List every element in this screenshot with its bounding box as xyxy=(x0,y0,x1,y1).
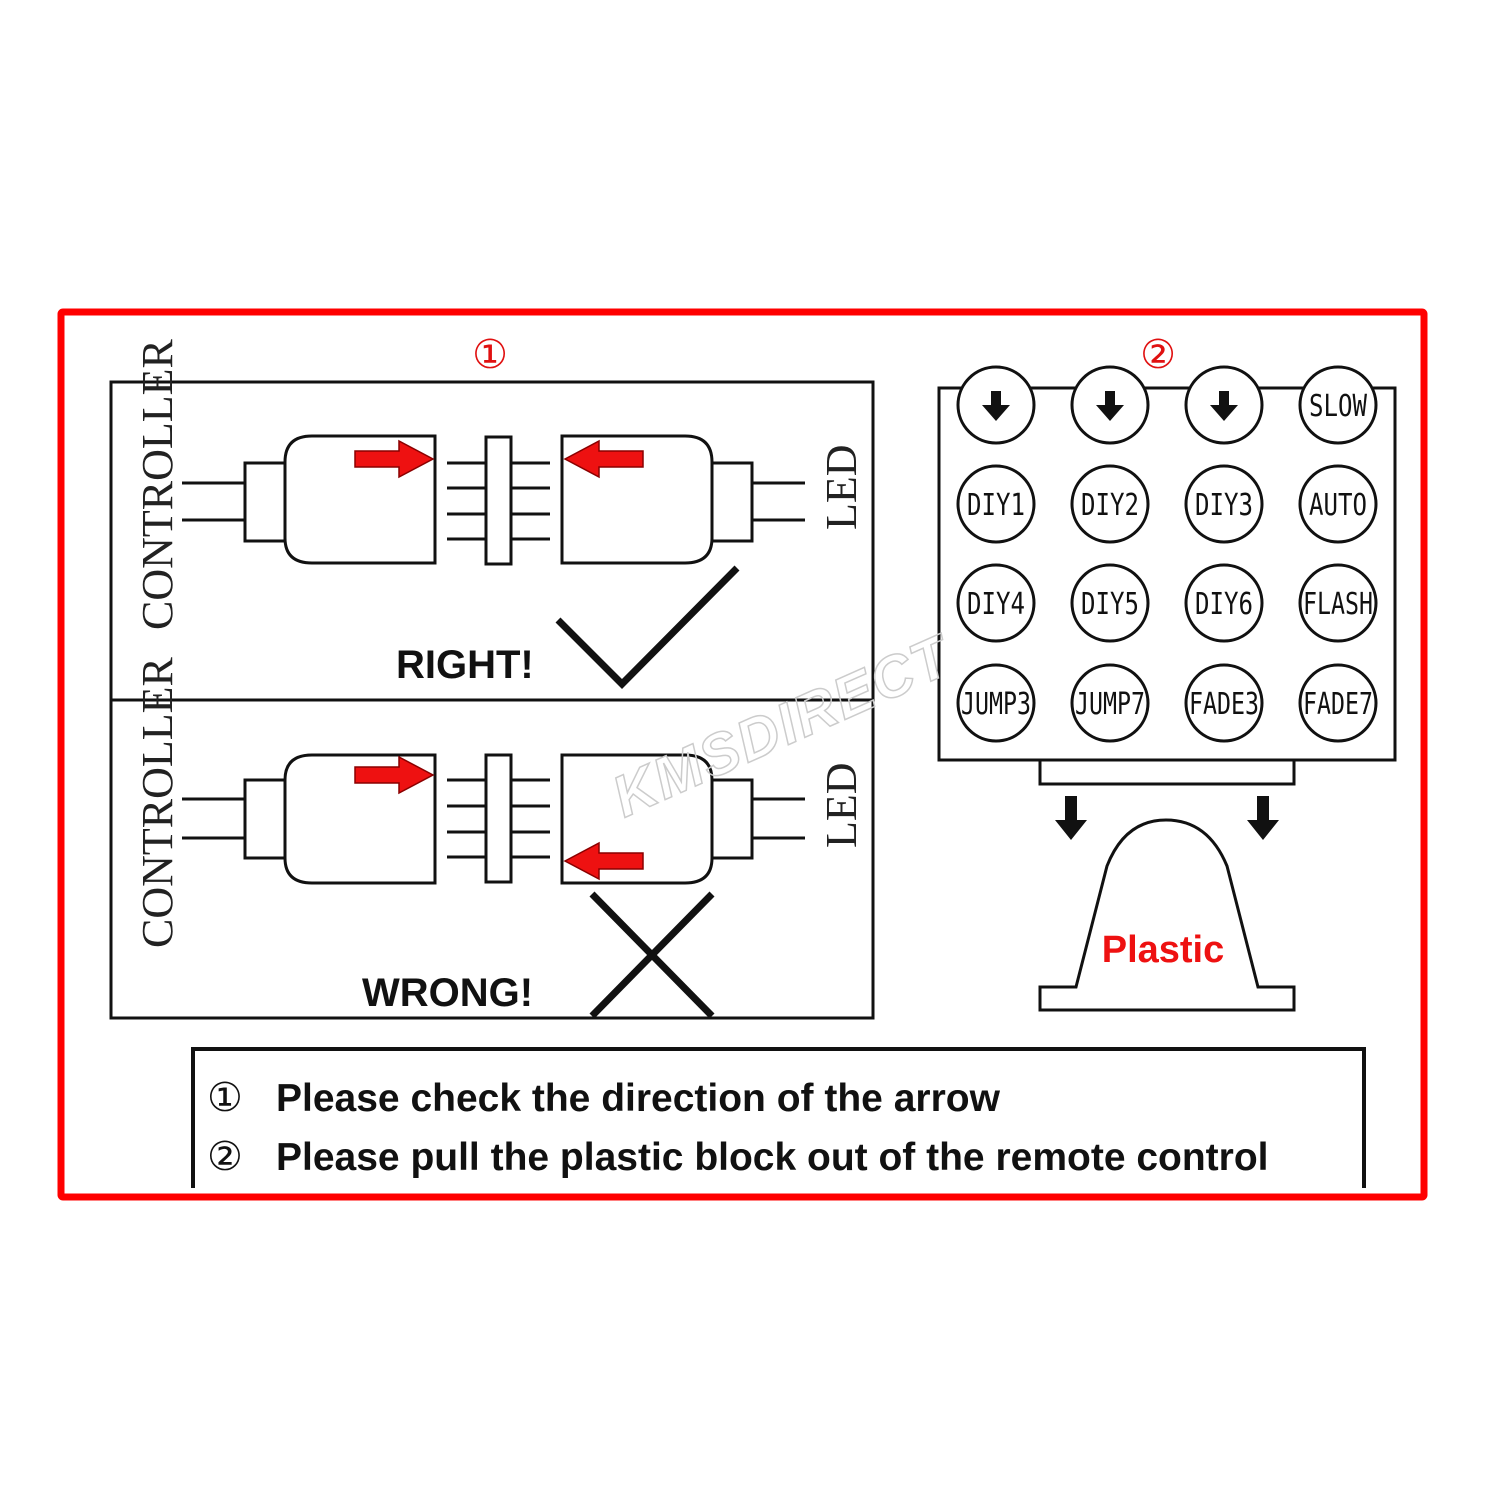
arrow-down-icon xyxy=(982,391,1010,421)
instruction-item: ① Please check the direction of the arro… xyxy=(207,1076,1001,1120)
right-connection-diagram: CONTROLLER LED RIGHT! xyxy=(133,338,866,689)
remote-button-label: AUTO xyxy=(1309,488,1367,523)
remote-button-circle[interactable] xyxy=(1298,663,1378,743)
remote-button[interactable]: DIY2 xyxy=(1070,464,1150,544)
controller-label: CONTROLLER xyxy=(133,338,182,630)
remote-button[interactable]: DIY6 xyxy=(1184,563,1264,643)
section-2-marker: ② xyxy=(1140,333,1176,377)
remote-button-circle[interactable] xyxy=(1070,563,1150,643)
led-label: LED xyxy=(817,762,866,848)
controller-label: CONTROLLER xyxy=(133,656,182,948)
remote-button[interactable] xyxy=(1184,365,1264,445)
instruction-item: ② Please pull the plastic block out of t… xyxy=(207,1135,1269,1179)
led-plug-collar xyxy=(710,461,754,543)
led-label: LED xyxy=(817,444,866,530)
pin-header xyxy=(484,435,513,566)
remote-button-label: FADE7 xyxy=(1303,687,1373,722)
plastic-block xyxy=(1038,818,1296,1012)
remote-button[interactable]: DIY1 xyxy=(956,464,1036,544)
remote-button-circle[interactable] xyxy=(956,663,1036,743)
remote-button[interactable]: DIY5 xyxy=(1070,563,1150,643)
remote-button-circle[interactable] xyxy=(1184,663,1264,743)
remote-button[interactable] xyxy=(1070,365,1150,445)
remote-button[interactable]: FADE7 xyxy=(1298,663,1378,743)
cross-icon xyxy=(589,891,715,1019)
remote-button[interactable]: FLASH xyxy=(1298,563,1378,643)
instructions-box xyxy=(191,1047,1366,1188)
arrow-down-icon xyxy=(1096,391,1124,421)
checkmark-icon xyxy=(555,565,740,689)
remote-button-label: DIY6 xyxy=(1195,587,1253,622)
section-1-marker: ① xyxy=(472,333,508,377)
remote-button-label: SLOW xyxy=(1309,389,1368,424)
instruction-marker: ② xyxy=(207,1135,243,1179)
remote-button-circle[interactable] xyxy=(956,563,1036,643)
battery-slot xyxy=(1038,758,1296,786)
remote-button-label: DIY5 xyxy=(1081,587,1139,622)
arrow-down-icon xyxy=(1247,796,1279,840)
instruction-text: Please pull the plastic block out of the… xyxy=(276,1136,1269,1179)
remote-button[interactable]: DIY3 xyxy=(1184,464,1264,544)
remote-button-label: DIY1 xyxy=(967,488,1025,523)
remote-button-label: DIY4 xyxy=(967,587,1025,622)
remote-button-circle[interactable] xyxy=(1298,563,1378,643)
remote-button-circle[interactable] xyxy=(956,464,1036,544)
remote-button[interactable]: JUMP3 xyxy=(956,663,1036,743)
remote-button-label: DIY2 xyxy=(1081,488,1139,523)
remote-button-circle[interactable] xyxy=(1298,365,1378,445)
controller-plug-body xyxy=(283,753,437,885)
verdict-wrong-label: WRONG! xyxy=(362,971,533,1015)
remote-button[interactable]: JUMP7 xyxy=(1070,663,1150,743)
remote-button[interactable]: DIY4 xyxy=(956,563,1036,643)
arrow-down-icon xyxy=(1210,391,1238,421)
red-frame-border xyxy=(57,308,1428,1201)
remote-button-circle[interactable] xyxy=(1298,464,1378,544)
wrong-connection-diagram: CONTROLLER LED WRONG! xyxy=(133,656,866,1019)
remote-button-label: FADE3 xyxy=(1189,687,1259,722)
remote-button-circle[interactable] xyxy=(1184,464,1264,544)
remote-button[interactable]: FADE3 xyxy=(1184,663,1264,743)
remote-button-label: FLASH xyxy=(1303,587,1373,622)
plastic-label: Plastic xyxy=(1102,929,1225,971)
remote-button[interactable]: AUTO xyxy=(1298,464,1378,544)
verdict-right-label: RIGHT! xyxy=(396,643,534,687)
remote-button-label: JUMP7 xyxy=(1075,687,1145,722)
remote-button-circle[interactable] xyxy=(1070,464,1150,544)
remote-button-grid: SLOW DIY1 DIY2 DIY3 AUTO DIY4 DIY5 DIY6 FLASH JUM… xyxy=(956,365,1378,743)
pin-header xyxy=(484,753,513,884)
remote-button-label: DIY3 xyxy=(1195,488,1253,523)
controller-plug-collar xyxy=(243,461,287,543)
controller-plug-collar xyxy=(243,778,287,860)
remote-button[interactable]: SLOW xyxy=(1298,365,1378,445)
remote-button-circle[interactable] xyxy=(1070,663,1150,743)
remote-button[interactable] xyxy=(956,365,1036,445)
remote-button-label: JUMP3 xyxy=(961,687,1031,722)
led-plug-collar xyxy=(710,778,754,860)
remote-button-circle[interactable] xyxy=(1184,563,1264,643)
instruction-marker: ① xyxy=(207,1076,243,1120)
arrow-down-icon xyxy=(1055,796,1087,840)
instruction-text: Please check the direction of the arrow xyxy=(276,1077,1001,1120)
